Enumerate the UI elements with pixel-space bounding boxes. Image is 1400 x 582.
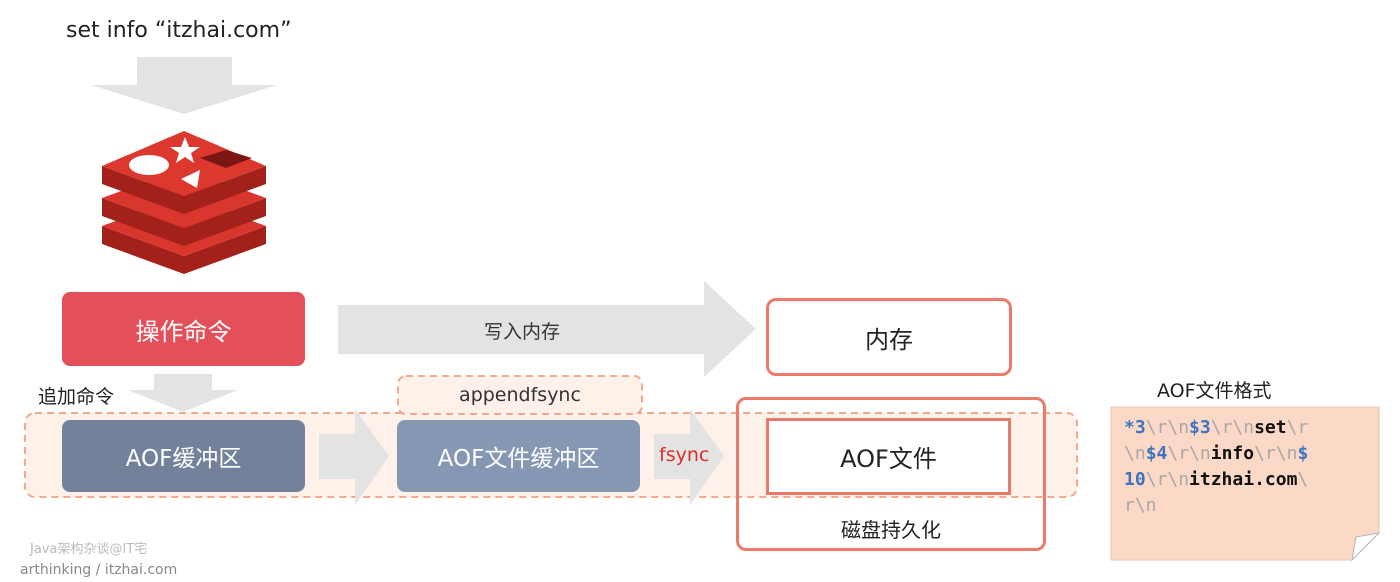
aof-format-line: *3\r\n$3\r\nset\r xyxy=(1124,415,1364,441)
watermark-line1: Java架构杂谈@IT宅 xyxy=(30,542,148,557)
write-memory-arrow xyxy=(338,281,756,377)
aof-format-segment: \r xyxy=(1286,417,1309,438)
memory-label: 内存 xyxy=(865,325,913,354)
append-command-label: 追加命令 xyxy=(38,386,115,408)
appendfsync-region xyxy=(397,375,643,415)
operation-command-label: 操作命令 xyxy=(135,317,232,346)
aof-format-segment: \r\n xyxy=(1254,443,1298,464)
watermark-line2: arthinking / itzhai.com xyxy=(20,562,178,578)
aof-format-segment: \r\n xyxy=(1167,443,1211,464)
aof-format-segment: info xyxy=(1210,443,1255,464)
aof-format-segment: 10 xyxy=(1124,469,1146,490)
arrow-buffer-to-filebuffer xyxy=(319,409,389,505)
aof-format-segment: r\n xyxy=(1124,495,1157,516)
appendfsync-label: appendfsync xyxy=(459,384,581,406)
aof-format-segment: \r\n xyxy=(1145,417,1190,438)
disk-persistence-label: 磁盘持久化 xyxy=(841,518,941,542)
aof-format-title: AOF文件格式 xyxy=(1157,380,1272,402)
aof-format-segment: itzhai.com xyxy=(1189,469,1298,490)
aof-format-line: r\n xyxy=(1124,493,1364,519)
aof-file-box: AOF文件 xyxy=(766,418,1011,495)
aof-file-label: AOF文件 xyxy=(840,445,937,473)
aof-format-segment: $ xyxy=(1297,443,1309,464)
disk-persistence-box xyxy=(736,397,1046,551)
aof-format-note xyxy=(1110,406,1381,562)
redis-logo-icon xyxy=(102,131,266,274)
command-text: set info “itzhai.com” xyxy=(66,18,292,43)
aof-format-segment: $4 xyxy=(1145,443,1168,464)
aof-file-buffer-label: AOF文件缓冲区 xyxy=(437,446,600,472)
write-memory-label: 写入内存 xyxy=(484,321,561,343)
fsync-label: fsync xyxy=(659,444,710,466)
memory-box: 内存 xyxy=(766,298,1012,376)
down-arrow-command xyxy=(91,57,277,114)
aof-format-segment: $3 xyxy=(1189,417,1211,438)
aof-format-line: \n$4\r\ninfo\r\n$ xyxy=(1124,441,1364,467)
append-down-arrow xyxy=(128,374,238,412)
aof-format-segment: \r\n xyxy=(1210,417,1255,438)
aof-format-segment: set xyxy=(1254,417,1287,438)
aof-file-buffer-box: AOF文件缓冲区 xyxy=(397,420,640,492)
aof-buffer-box: AOF缓冲区 xyxy=(62,420,305,492)
aof-format-segment: \r\n xyxy=(1145,469,1190,490)
aof-format-segment: \n xyxy=(1124,443,1146,464)
aof-format-line: 10\r\nitzhai.com\ xyxy=(1124,467,1364,493)
operation-command-box: 操作命令 xyxy=(62,292,305,366)
aof-buffer-label: AOF缓冲区 xyxy=(125,446,242,472)
fsync-arrow xyxy=(654,409,724,505)
aof-format-segment: \ xyxy=(1297,469,1309,490)
aof-format-segment: *3 xyxy=(1124,417,1146,438)
aof-format-code: *3\r\n$3\r\nset\r\n$4\r\ninfo\r\n$10\r\n… xyxy=(1124,415,1364,519)
